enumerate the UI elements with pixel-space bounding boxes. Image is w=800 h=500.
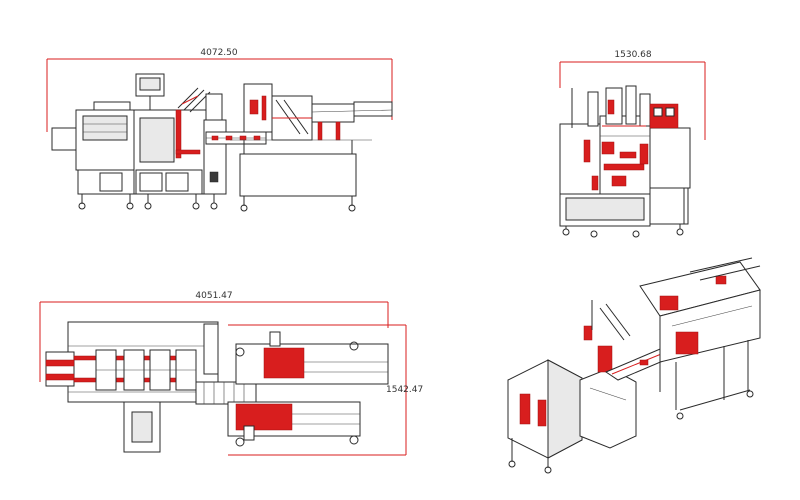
iso-red-mechanism	[519, 300, 631, 427]
top-feeder-lower	[227, 401, 361, 447]
side-red-parts	[583, 125, 650, 191]
front-view: 4072.50	[46, 48, 393, 212]
side-feet	[562, 224, 684, 238]
front-width-label: 4072.50	[200, 48, 237, 58]
top-main-conveyor	[73, 349, 257, 405]
front-main-cabinet	[133, 73, 207, 210]
iso-feeder	[639, 257, 761, 420]
front-infeed-module	[51, 101, 137, 210]
isometric-view	[507, 257, 761, 474]
side-machine-body	[559, 115, 691, 227]
front-conveyor	[205, 131, 267, 145]
side-width-dimension: 1530.68	[559, 50, 706, 140]
side-upper-mechanism	[571, 85, 679, 129]
side-view: 1530.68	[559, 50, 706, 238]
top-depth-dimension: 1542.47	[228, 324, 423, 456]
top-feeder-upper	[235, 331, 389, 385]
side-width-label: 1530.68	[614, 50, 651, 60]
front-product-loader	[230, 83, 393, 212]
top-view: 4051.47 1542.47	[39, 291, 423, 456]
top-width-label: 4051.47	[195, 291, 232, 301]
top-width-dimension: 4051.47	[39, 291, 389, 382]
front-width-dimension: 4072.50	[46, 48, 393, 132]
top-depth-label: 1542.47	[386, 385, 423, 395]
